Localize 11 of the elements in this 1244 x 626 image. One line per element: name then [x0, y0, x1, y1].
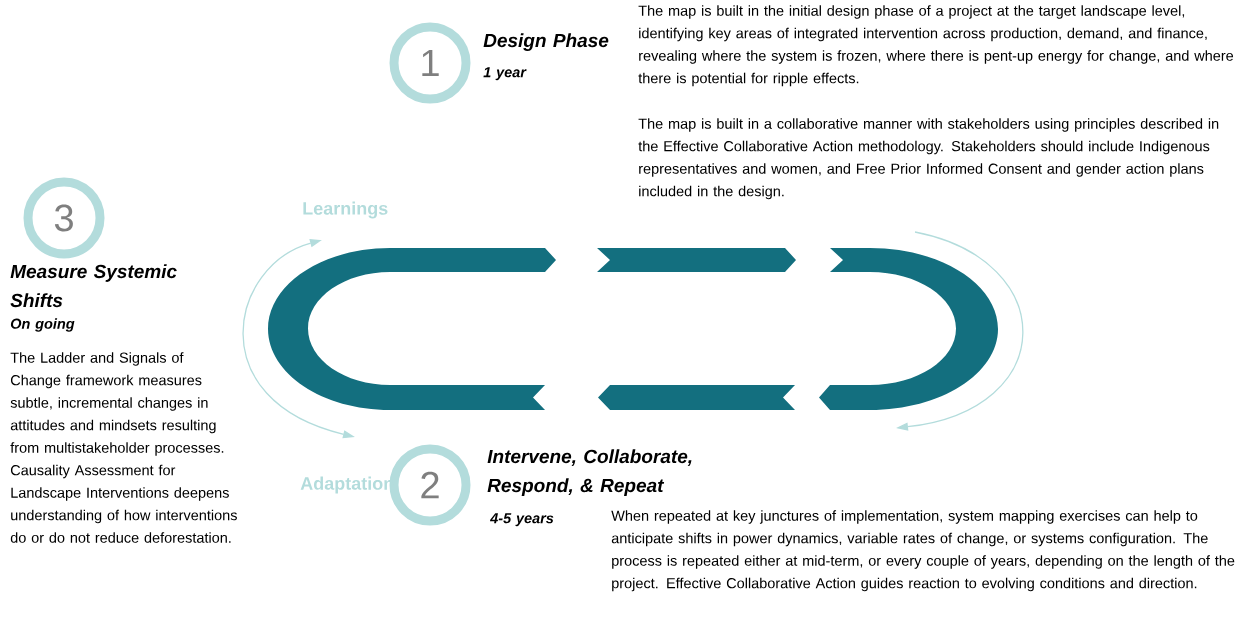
- phase-heading: Design Phase: [483, 33, 609, 51]
- phase-heading: Measure Systemic Shifts: [10, 264, 177, 308]
- cycle-label: Learnings: [303, 201, 388, 219]
- description-text: When repeated at key junctures of implementation, system mapping exercises can help to anticipate shifts in power dynamics, variable rates of change, or systems configuration. The process is repeated either at mid-term, or every couple of years, depending on the length of the project. Effective Collaborative Action guides reaction to evolving conditions and direction.: [611, 510, 1235, 592]
- duration-text: 1 year: [483, 67, 527, 81]
- description-text: The map is built in a collaborative manner with stakeholders using principles described in the Effective Collaborative Action methodology. Stakeholders should include Indigenous representatives and women, and Free Prior Informed Consent and gender action plans included in the design.: [638, 118, 1219, 200]
- phase-heading: Intervene, Collaborate, Respond, & Repeat: [487, 449, 692, 496]
- description-text: The Ladder and Signals of Change framework measures subtle, incremental changes in attitudes and mindsets resulting from multistakeholder processes. Causality Assessment for Landscape Interventions deepens understanding of how interventions do or do not reduce deforestation.: [10, 352, 237, 543]
- duration-text: On going: [10, 318, 75, 332]
- duration-text: 4-5 years: [490, 513, 554, 527]
- description-text: The map is built in the initial design phase of a project at the target landscape level, identifying key areas of integrated intervention across production, demand, and finance, revealing where the system is frozen, where there is pent-up energy for change, and where there is potential for ripple effects.: [638, 5, 1234, 87]
